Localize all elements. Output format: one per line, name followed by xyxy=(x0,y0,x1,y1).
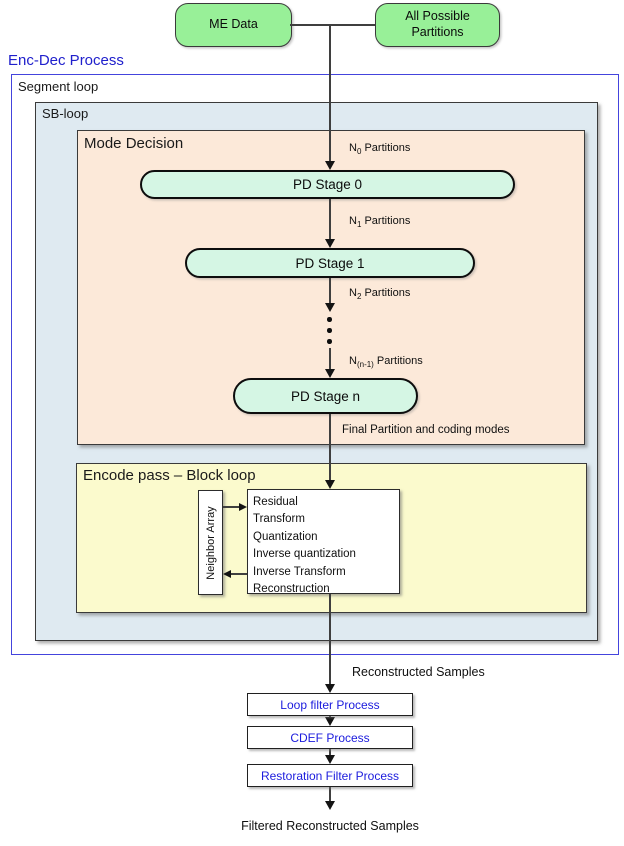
me-data-label: ME Data xyxy=(209,17,258,32)
all-possible-partitions-label: All Possible Partitions xyxy=(405,9,470,39)
neighbor-array-label: Neighbor Array xyxy=(204,505,217,580)
steps-to-neighbor-arrowhead xyxy=(223,569,231,578)
all-possible-partitions-box: All Possible Partitions xyxy=(375,3,500,47)
step-residual: Residual xyxy=(253,496,298,508)
step-transform: Transform xyxy=(253,513,305,526)
final-partition-label: Final Partition and coding modes xyxy=(342,424,510,436)
flow-line xyxy=(329,278,331,304)
input-connector-line xyxy=(290,24,375,26)
loop-filter-process-label: Loop filter Process xyxy=(280,697,380,712)
n0-partitions-label: N0 Partitions xyxy=(349,142,411,157)
enc-dec-process-title: Enc-Dec Process xyxy=(8,52,124,69)
arrowhead xyxy=(325,717,335,726)
pd-stage-1-label: PD Stage 1 xyxy=(295,255,365,271)
pd-stage-0-box: PD Stage 0 xyxy=(140,170,515,199)
mode-decision-title: Mode Decision xyxy=(84,135,184,152)
ellipsis-dot xyxy=(327,317,332,322)
ellipsis-dot xyxy=(327,328,332,333)
neighbor-array-box: Neighbor Array xyxy=(198,490,223,595)
sb-loop-label: SB-loop xyxy=(42,106,89,121)
me-data-box: ME Data xyxy=(175,3,292,47)
flow-line xyxy=(329,594,331,685)
n2-partitions-label: N2 Partitions xyxy=(349,287,411,302)
step-quantization: Quantization xyxy=(253,530,318,543)
step-inverse-transform: Inverse Transform xyxy=(253,565,346,578)
arrowhead xyxy=(325,369,335,378)
flow-line xyxy=(329,787,331,801)
arrowhead xyxy=(325,801,335,810)
arrowhead xyxy=(325,480,335,489)
cdef-process-box: CDEF Process xyxy=(247,726,413,749)
neighbor-to-steps-arrowhead xyxy=(239,502,247,511)
coding-steps-box: Residual Transform Quantization Inverse … xyxy=(247,489,400,595)
restoration-filter-process-label: Restoration Filter Process xyxy=(260,768,400,783)
loop-filter-process-box: Loop filter Process xyxy=(247,693,413,716)
segment-loop-label: Segment loop xyxy=(18,79,99,94)
flow-line xyxy=(329,414,331,481)
arrowhead xyxy=(325,239,335,248)
encode-pass-title: Encode pass – Block loop xyxy=(83,467,256,484)
flow-line xyxy=(329,749,331,756)
arrowhead xyxy=(325,755,335,764)
step-reconstruction: Reconstruction xyxy=(253,583,330,596)
pd-stage-n-label: PD Stage n xyxy=(290,388,361,404)
arrowhead xyxy=(325,303,335,312)
neighbor-to-steps-line xyxy=(223,506,240,508)
flow-line xyxy=(329,199,331,240)
pd-stage-1-box: PD Stage 1 xyxy=(185,248,475,278)
pd-stage-n-box: PD Stage n xyxy=(233,378,418,414)
flow-line xyxy=(329,348,331,370)
reconstructed-samples-label: Reconstructed Samples xyxy=(352,665,485,679)
n-minus-1-partitions-label: N(n-1) Partitions xyxy=(349,355,423,370)
filtered-reconstructed-samples-label: Filtered Reconstructed Samples xyxy=(241,819,419,833)
arrowhead xyxy=(325,684,335,693)
pd-stage-0-label: PD Stage 0 xyxy=(292,177,363,192)
flow-line xyxy=(329,25,331,162)
restoration-filter-process-box: Restoration Filter Process xyxy=(247,764,413,787)
step-inverse-quantization: Inverse quantization xyxy=(253,548,356,561)
steps-to-neighbor-line xyxy=(231,573,247,575)
cdef-process-label: CDEF Process xyxy=(290,730,370,745)
arrowhead xyxy=(325,161,335,170)
n1-partitions-label: N1 Partitions xyxy=(349,215,411,230)
ellipsis-dot xyxy=(327,339,332,344)
